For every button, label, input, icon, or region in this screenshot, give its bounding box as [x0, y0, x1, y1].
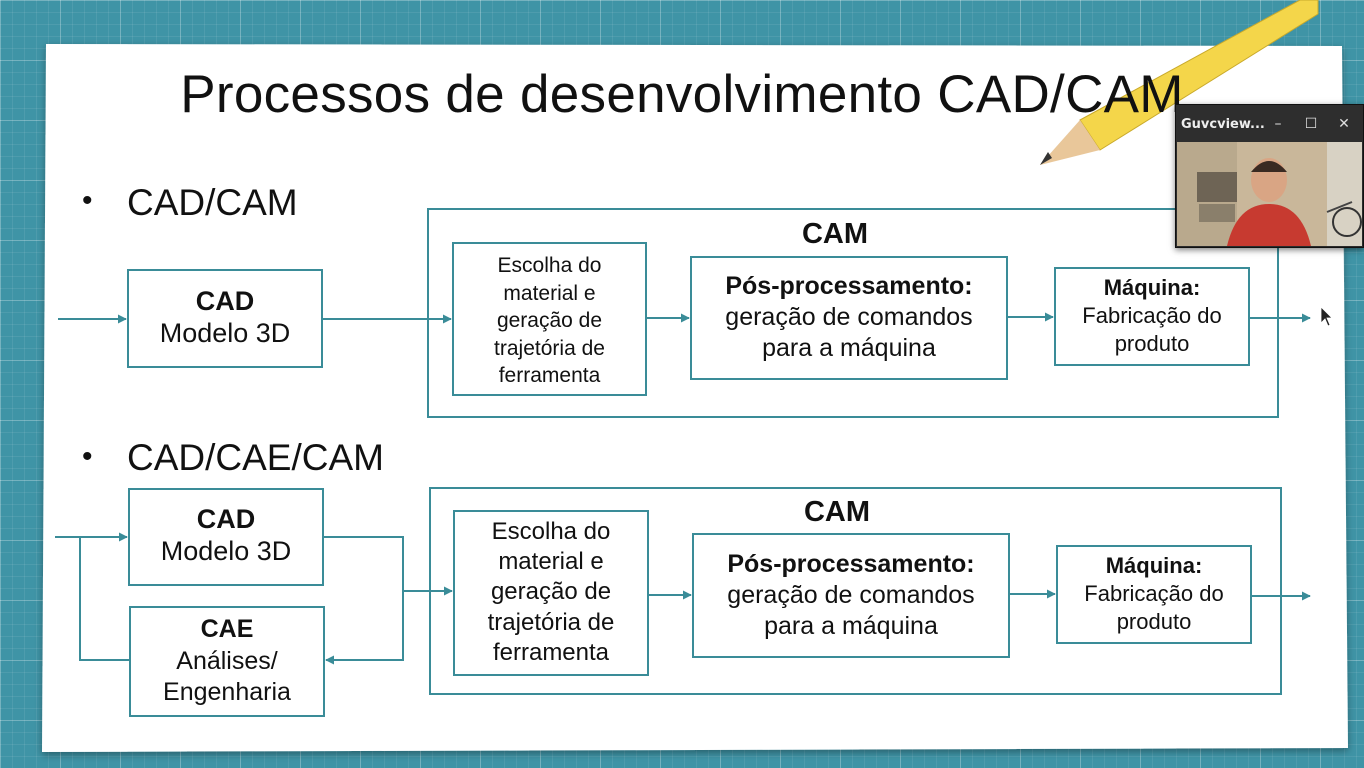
- cad-box-1-text: CAD Modelo 3D: [128, 285, 322, 350]
- cae-box-2-text: CAE Análises/ Engenharia: [130, 614, 324, 709]
- post-box-1-text: Pós-processamento: geração de comandos p…: [691, 271, 1007, 364]
- material-line: geração de: [490, 578, 612, 606]
- webcam-window[interactable]: Guvcview... – ☐ ✕: [1175, 104, 1364, 248]
- post-line: para a máquina: [764, 612, 938, 640]
- machine-box-1-title: Máquina:: [1103, 275, 1201, 300]
- machine-line: Fabricação do: [1084, 581, 1224, 606]
- cae-box-2: [129, 606, 325, 717]
- cad-box-2-title: CAD: [196, 504, 256, 534]
- paper-sheet: [42, 44, 1348, 752]
- machine-box-2-text: Máquina: Fabricação do produto: [1057, 552, 1251, 636]
- material-box-1-text: Escolha do material e geração de trajetó…: [453, 252, 646, 390]
- cad-box-1-subtitle: Modelo 3D: [159, 318, 291, 349]
- post-box-2-text: Pós-processamento: geração de comandos p…: [693, 549, 1009, 642]
- machine-box-2-title: Máquina:: [1105, 553, 1203, 578]
- post-box-2-title: Pós-processamento:: [727, 550, 975, 578]
- cae-box-2-title: CAE: [200, 615, 254, 643]
- mouse-cursor-icon: [1320, 306, 1333, 327]
- bullet-dot-1: •: [82, 184, 93, 217]
- bullet-cad-cae-cam: CAD/CAE/CAM: [127, 437, 384, 478]
- material-line: trajetória de: [487, 608, 615, 636]
- webcam-window-title: Guvcview...: [1181, 117, 1265, 132]
- cad-box-1-title: CAD: [195, 286, 255, 316]
- cae-line: Análises/: [176, 646, 278, 675]
- cam-group-label-2: CAM: [803, 496, 871, 528]
- section2-diagram: [128, 487, 1282, 717]
- bullet-cad-cam: CAD/CAM: [127, 182, 298, 223]
- cae-line: Engenharia: [163, 678, 291, 706]
- machine-box-1-text: Máquina: Fabricação do produto: [1055, 274, 1249, 358]
- machine-box-1: [1054, 267, 1250, 366]
- section2-arrows: [55, 532, 1311, 665]
- webcam-video-feed: [1177, 142, 1362, 246]
- arrow-loop-cae-to-cad: [79, 537, 130, 661]
- material-line: material e: [503, 281, 596, 305]
- post-line: geração de comandos: [725, 303, 973, 331]
- machine-box-2: [1056, 545, 1252, 644]
- page-title: Processos de desenvolvimento CAD/CAM: [180, 65, 1184, 124]
- webcam-titlebar[interactable]: Guvcview... – ☐ ✕: [1176, 105, 1363, 142]
- material-line: trajetória de: [494, 336, 605, 360]
- post-line: geração de comandos: [727, 581, 975, 609]
- cad-box-2-subtitle: Modelo 3D: [160, 536, 292, 567]
- cad-box-2-text: CAD Modelo 3D: [129, 503, 323, 568]
- cam-group-frame-1: [427, 208, 1279, 418]
- material-box-2: [453, 510, 649, 676]
- material-box-2-text: Escolha do material e geração de trajetó…: [454, 517, 648, 668]
- section1-diagram: [127, 208, 1279, 418]
- machine-line: produto: [1114, 331, 1190, 356]
- machine-line: Fabricação do: [1082, 303, 1222, 328]
- bullet-dot-2: •: [82, 440, 93, 473]
- cam-group-label-1: CAM: [801, 218, 869, 250]
- material-line: geração de: [496, 309, 603, 332]
- pencil-icon: [1040, 0, 1319, 165]
- material-line: Escolha do: [491, 518, 611, 545]
- arrow-cad-material-2: [323, 536, 453, 596]
- material-line: Escolha do: [497, 254, 602, 277]
- section1-arrows: [58, 312, 1311, 324]
- post-box-2: [692, 533, 1010, 658]
- material-line: material e: [498, 548, 604, 576]
- arrow-to-cae: [325, 591, 404, 665]
- post-box-1-title: Pós-processamento:: [725, 272, 973, 300]
- close-icon[interactable]: ✕: [1338, 116, 1350, 132]
- machine-line: produto: [1116, 609, 1192, 634]
- material-line: ferramenta: [492, 638, 610, 666]
- material-line: ferramenta: [498, 364, 601, 387]
- post-line: para a máquina: [762, 334, 936, 362]
- minimize-icon[interactable]: –: [1274, 116, 1282, 132]
- maximize-icon[interactable]: ☐: [1304, 116, 1318, 132]
